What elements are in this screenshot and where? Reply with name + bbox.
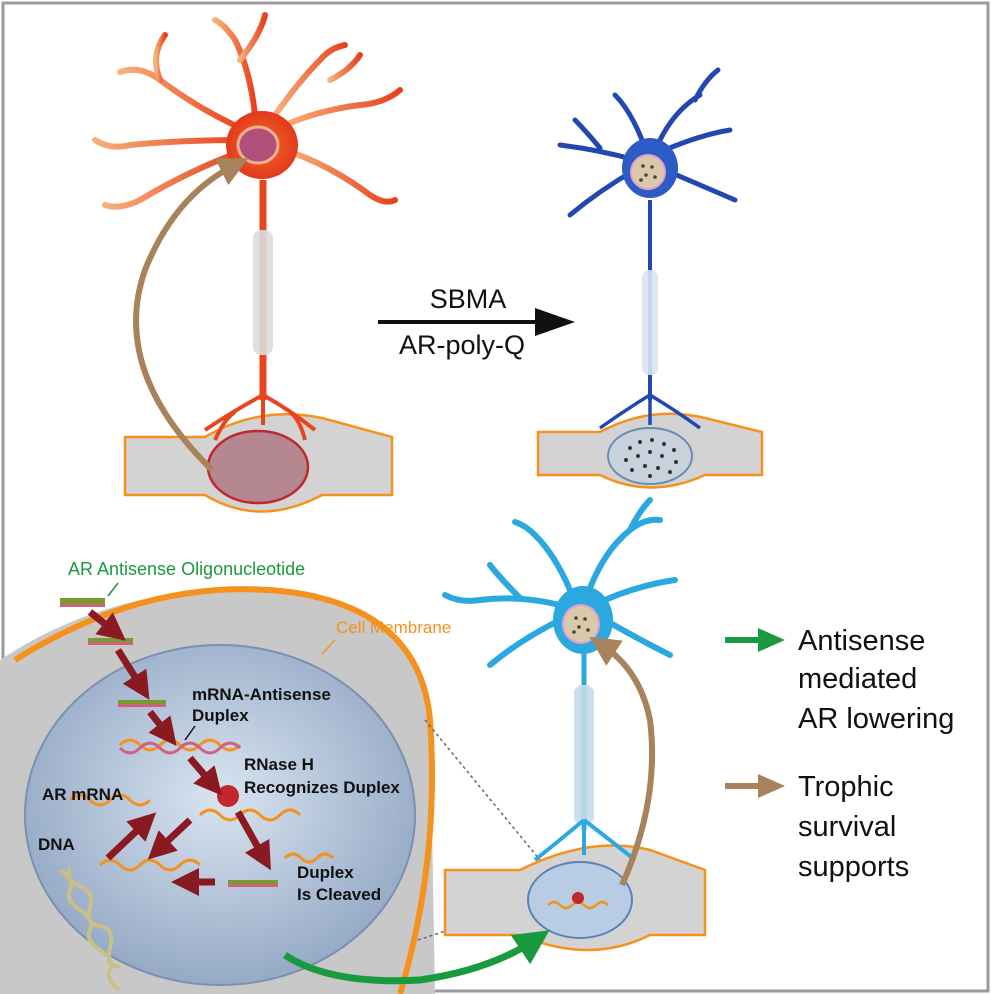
duplex-label-line1: mRNA-Antisense: [192, 685, 331, 704]
treated-nucleus: [562, 604, 600, 644]
trophic-legend-arrow: [758, 774, 785, 798]
sbma-label: SBMA: [430, 284, 507, 314]
rnase-label-line1: RNase H: [244, 755, 314, 774]
legend-trophic-line1: Trophic: [798, 771, 894, 803]
legend-antisense-line2: mediated: [798, 663, 917, 695]
trophic-arrow-top: [133, 158, 249, 473]
nucleus: [236, 125, 280, 165]
aso-label: AR Antisense Oligonucleotide: [68, 559, 305, 579]
ar-mrna-label: AR mRNA: [42, 785, 123, 804]
mrna-duplex-strand: [118, 738, 242, 752]
ar-polyq-label: AR-poly-Q: [399, 330, 525, 360]
rnase-label-line2: Recognizes Duplex: [244, 778, 400, 797]
antisense-delivery-arrow: [283, 930, 550, 985]
ar-mrna-strand: [68, 793, 152, 807]
trophic-arrow-bottom: [589, 636, 656, 887]
legend-antisense-line3: AR lowering: [798, 703, 954, 735]
treated-neuron: [442, 497, 707, 952]
diseased-nucleus: [630, 154, 666, 190]
legend: Antisense mediated AR lowering Trophic s…: [725, 625, 954, 883]
cell-membrane-label: Cell Membrane: [336, 618, 451, 637]
diseased-neuron: [536, 67, 764, 489]
degenerated-junction: [607, 427, 693, 485]
antisense-legend-arrow: [758, 628, 785, 652]
legend-trophic-line3: supports: [798, 851, 909, 883]
myelin-sheath: [253, 230, 273, 355]
cell-membrane-arc: [13, 586, 435, 994]
sbma-transition-arrow: SBMA AR-poly-Q: [378, 284, 575, 360]
neuromuscular-junction: [206, 429, 310, 505]
cleaved-label-line1: Duplex: [297, 863, 354, 882]
cleaved-label-line2: Is Cleaved: [297, 885, 381, 904]
healthy-neuron: [92, 12, 403, 513]
dna-helix: [58, 867, 122, 992]
aso-strand-outside: [60, 598, 105, 604]
rnase-h-enzyme: [217, 785, 239, 807]
process-arrows: [87, 609, 271, 896]
dna-label: DNA: [38, 835, 75, 854]
cleaved-duplex: [228, 880, 278, 884]
cell-zoom-view: [0, 586, 541, 994]
legend-antisense-line1: Antisense: [798, 625, 925, 657]
duplex-label-line2: Duplex: [192, 706, 249, 725]
legend-trophic-line2: survival: [798, 811, 896, 843]
